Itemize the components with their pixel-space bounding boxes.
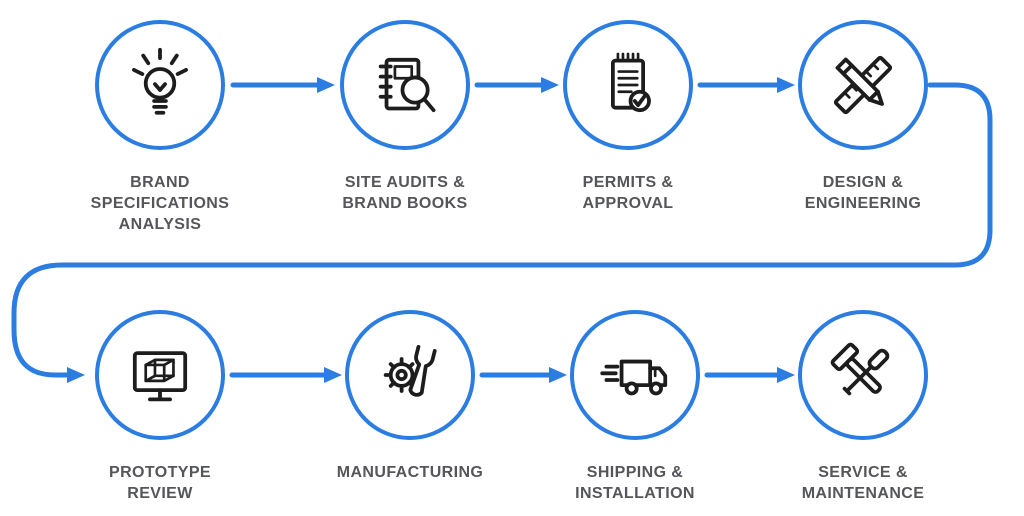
step-circle-brand-specifications — [95, 20, 225, 150]
step-label-prototype: PROTOTYPE REVIEW — [109, 464, 211, 503]
notepad-check-icon — [610, 52, 651, 113]
step-label-service: SERVICE & MAINTENANCE — [801, 464, 925, 503]
hammer-screwdriver-icon — [830, 342, 890, 396]
pencil — [835, 57, 884, 106]
truck-icon — [600, 359, 668, 396]
lightbulb-icon — [132, 47, 188, 115]
step-label-brand-specifications: BRAND SPECIFICATIONS ANALYSIS — [90, 174, 230, 234]
wireframe-cube — [144, 358, 175, 383]
step-label-manufacturing: MANUFACTURING — [336, 464, 484, 481]
step-circle-permits — [563, 20, 693, 150]
step-circle-prototype — [95, 310, 225, 440]
gear-wrench-icon — [383, 344, 437, 397]
step-label-permits: PERMITS & APPROVAL — [582, 174, 674, 213]
step-circle-design — [798, 20, 928, 150]
notebook-magnifier-icon — [378, 57, 436, 113]
step-circle-shipping — [570, 310, 700, 440]
pencil-ruler-icon — [833, 55, 893, 115]
step-circle-service — [798, 310, 928, 440]
step-label-design: DESIGN & ENGINEERING — [804, 174, 922, 213]
step-label-shipping: SHIPPING & INSTALLATION — [575, 464, 695, 503]
step-circle-site-audits — [340, 20, 470, 150]
monitor-cube-icon — [132, 351, 188, 402]
step-label-site-audits: SITE AUDITS & BRAND BOOKS — [342, 174, 468, 213]
step-circle-manufacturing — [345, 310, 475, 440]
